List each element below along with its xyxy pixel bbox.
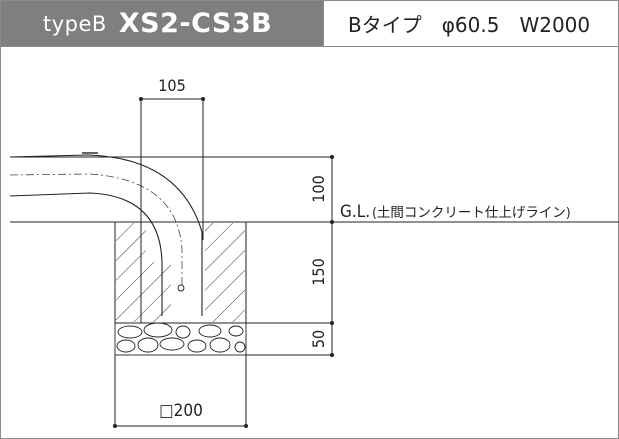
concrete-hatch-right bbox=[205, 223, 245, 322]
dim-tick-gl bbox=[330, 220, 334, 224]
dim-tick-gravel-bottom bbox=[330, 353, 334, 357]
header-bar: typeB XS2-CS3B Bタイプ φ60.5 W2000 bbox=[0, 0, 619, 47]
pipe-centerline bbox=[9, 173, 183, 292]
dim-tick-gravel-top bbox=[330, 321, 334, 325]
dim-100-label: 100 bbox=[309, 175, 328, 202]
pipe-outer-edge bbox=[9, 154, 203, 316]
dim-105-tick-left bbox=[139, 97, 143, 101]
dim-150-label: 150 bbox=[309, 258, 328, 285]
installation-diagram: 105 100 150 50 G.L.(土間コンクリート仕上げライン) □200 bbox=[9, 76, 619, 428]
concrete-hatch-mid bbox=[146, 262, 171, 322]
dim-tick-top bbox=[330, 155, 334, 159]
gravel-layer bbox=[114, 322, 247, 356]
dim-50-label: 50 bbox=[309, 330, 328, 348]
model-title-block: typeB XS2-CS3B bbox=[1, 1, 324, 46]
pipe-inner-edge bbox=[9, 192, 163, 316]
dim-105-tick-right bbox=[201, 97, 205, 101]
spec-text: Bタイプ φ60.5 W2000 bbox=[324, 1, 618, 46]
model-code: XS2-CS3B bbox=[118, 8, 273, 39]
dim-105-label: 105 bbox=[158, 76, 185, 95]
type-label: typeB bbox=[43, 11, 107, 36]
dim-200-tick-right bbox=[244, 424, 248, 428]
dim-200-tick-left bbox=[113, 424, 117, 428]
fixing-bolt-icon bbox=[177, 284, 185, 292]
gl-label: G.L.(土間コンクリート仕上げライン) bbox=[340, 202, 571, 222]
dim-200-label: □200 bbox=[159, 401, 203, 421]
gl-main-text: G.L. bbox=[340, 202, 370, 222]
gl-note-text: (土間コンクリート仕上げライン) bbox=[372, 205, 570, 221]
